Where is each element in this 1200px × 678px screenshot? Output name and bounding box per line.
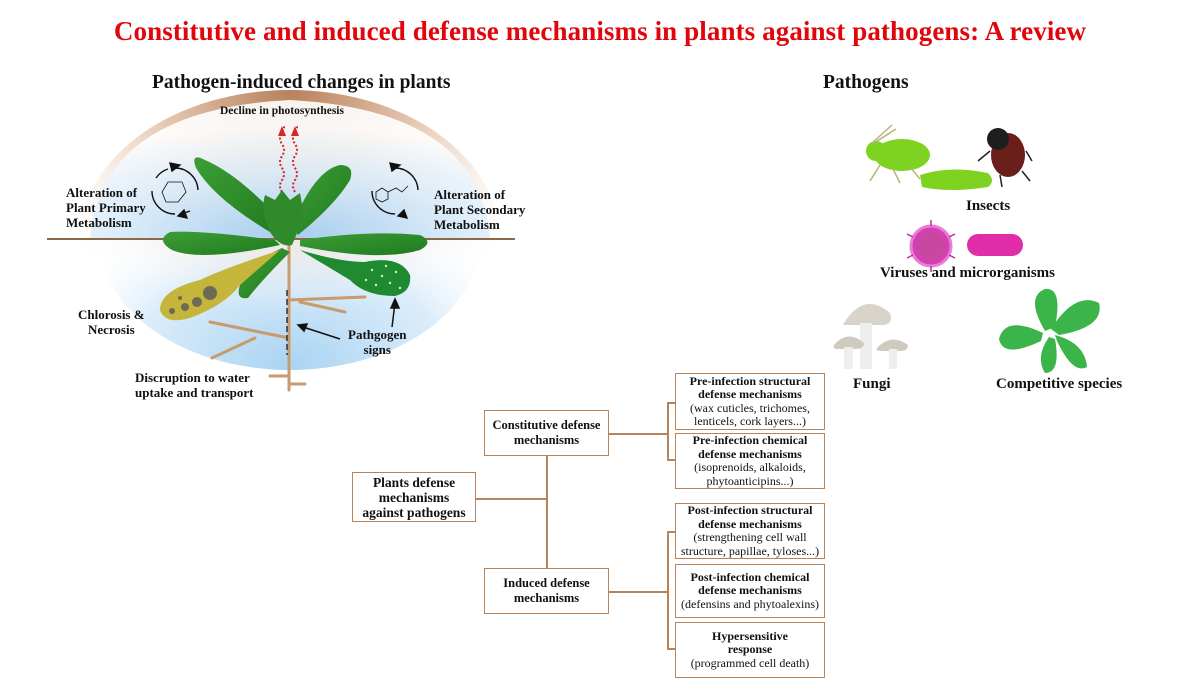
secondary-metabolism-label: Alteration of Plant Secondary Metabolism [434,187,526,232]
pathogen-dots [364,264,402,290]
post-infection-structural-node: Post-infection structural defense mechan… [675,503,825,559]
bracket-constitutive [667,402,669,460]
necrosis-spots [169,286,217,314]
connector-root [476,498,547,500]
photosynthesis-label: Decline in photosynthesis [220,105,344,117]
primary-metabolism-cycle-icon [151,162,199,219]
competitive-species-label: Competitive species [996,376,1123,392]
connector-constitutive [609,433,668,435]
post-infection-chemical-node: Post-infection chemical defense mechanis… [675,564,825,618]
water-uptake-label: Discruption to water uptake and transpor… [135,370,254,400]
plant-leaves [160,157,428,321]
viruses-label: Viruses and microrganisms [880,265,1056,281]
insects-icon [866,124,1033,190]
chlorosis-label: Chlorosis & Necrosis [78,307,145,337]
photosynthesis-arrows-icon [279,125,298,193]
roots [208,243,367,392]
left-panel-heading: Pathogen-induced changes in plants [152,72,451,93]
bracket-induced [667,531,669,649]
primary-metabolism-label: Alteration of Plant Primary Metabolism [66,185,146,230]
weed-plant-icon [999,288,1100,373]
soil-glow [80,90,500,390]
hypersensitive-response-node: Hypersensitive response (programmed cell… [675,622,825,678]
connector-induced [609,591,668,593]
bracket-tick [667,459,675,461]
virus-bacteria-icon [906,220,1023,272]
bracket-tick [667,648,675,650]
bracket-tick [667,531,675,533]
pathogen-signs-label: Pathgogen signs [348,327,407,357]
pre-infection-chemical-node: Pre-infection chemical defense mechanism… [675,433,825,489]
secondary-metabolism-cycle-icon [371,162,419,219]
bracket-tick [667,402,675,404]
mushroom-icon [833,304,908,369]
pre-infection-structural-node: Pre-infection structural defense mechani… [675,373,825,430]
page-title: Constitutive and induced defense mechani… [113,16,1087,46]
insects-label: Insects [966,198,1011,214]
pathogens-heading: Pathogens [823,72,909,93]
fungi-label: Fungi [853,376,891,392]
sky-glow [100,110,480,370]
connector-trunk [546,456,548,568]
